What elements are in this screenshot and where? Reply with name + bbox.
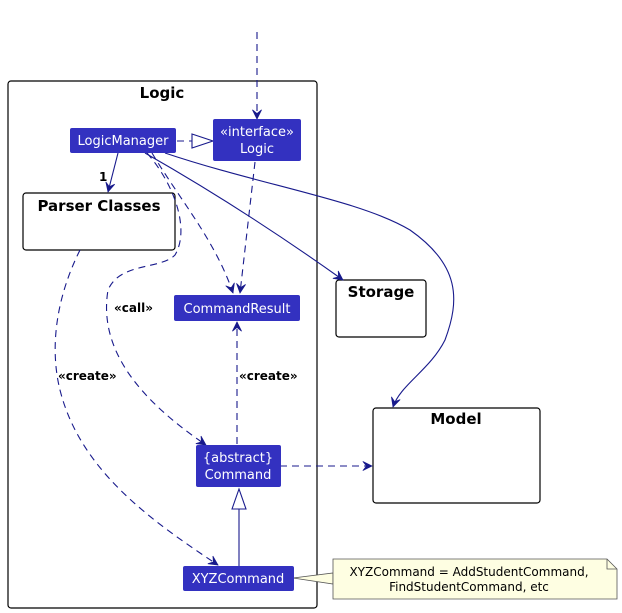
- package-logic-title: Logic: [140, 84, 185, 102]
- package-model-title: Model: [430, 410, 481, 428]
- edge-call-to-command: [106, 152, 207, 446]
- class-command-box[interactable]: [196, 445, 281, 487]
- package-storage-title: Storage: [348, 283, 415, 301]
- call-label: «call»: [114, 301, 153, 315]
- class-command-result[interactable]: CommandResult: [174, 295, 300, 321]
- class-xyz-command[interactable]: XYZCommand: [183, 566, 294, 591]
- edges: [54, 32, 455, 585]
- realization-arrowhead-icon: [191, 133, 215, 149]
- edge-logicmanager-to-commandresult: [151, 152, 235, 294]
- class-xyz-command-box[interactable]: [183, 566, 294, 591]
- edge-parser-create-xyzcommand: [54, 249, 219, 566]
- package-model: Model: [372, 407, 541, 504]
- class-logic-manager-box[interactable]: [70, 128, 176, 153]
- inheritance-arrowhead-icon: [231, 487, 247, 510]
- note-line-2: FindStudentCommand, etc: [389, 580, 549, 594]
- create-label-left: «create»: [58, 369, 117, 383]
- class-logic-interface-box[interactable]: [213, 119, 301, 161]
- edge-logicmanager-to-storage: [144, 152, 344, 281]
- edge-logic-to-commandresult: [236, 161, 256, 294]
- class-logic-manager[interactable]: LogicManager: [70, 128, 176, 153]
- class-logic-manager-name: LogicManager: [78, 134, 170, 149]
- package-storage-frame: [335, 279, 427, 338]
- package-parser-classes-frame: [22, 192, 176, 251]
- class-command[interactable]: {abstract} Command: [196, 445, 281, 487]
- class-command-result-box[interactable]: [174, 295, 300, 321]
- class-logic-interface-stereotype: «interface»: [220, 125, 294, 140]
- edge-logicmanager-to-model: [164, 152, 455, 408]
- create-label-right: «create»: [239, 369, 298, 383]
- class-command-stereotype: {abstract}: [203, 451, 273, 466]
- note-line-1: XYZCommand = AddStudentCommand,: [349, 565, 588, 579]
- class-command-name: Command: [205, 468, 272, 483]
- class-logic-interface-name: Logic: [240, 142, 274, 157]
- multiplicity-label: 1: [99, 170, 107, 184]
- note-fold: [606, 559, 617, 570]
- note-box: [332, 558, 618, 600]
- note: XYZCommand = AddStudentCommand, FindStud…: [332, 558, 618, 600]
- package-parser-classes-title: Parser Classes: [37, 197, 160, 215]
- class-command-result-name: CommandResult: [184, 302, 291, 317]
- class-logic-interface[interactable]: «interface» Logic: [213, 119, 301, 161]
- package-storage: Storage: [335, 279, 427, 338]
- edge-logicmanager-to-parser: [105, 152, 119, 193]
- package-model-frame: [372, 407, 541, 504]
- class-xyz-command-name: XYZCommand: [192, 572, 285, 587]
- package-parser-classes: Parser Classes: [22, 192, 176, 251]
